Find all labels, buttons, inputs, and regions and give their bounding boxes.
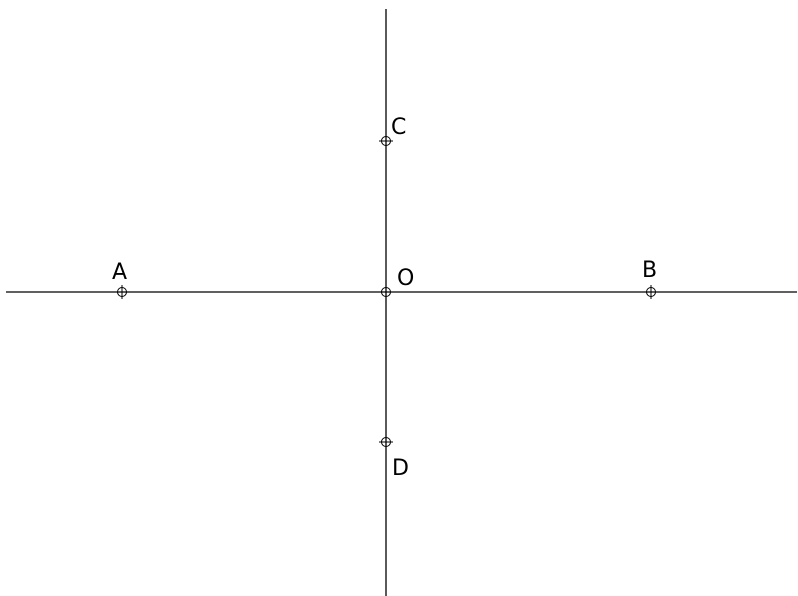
point-a-marker (117, 285, 127, 299)
label-c: C (391, 115, 406, 140)
label-a: A (112, 260, 127, 285)
point-c-marker (379, 136, 393, 146)
point-b-marker (646, 285, 656, 299)
label-b: B (642, 258, 657, 283)
label-o: O (397, 266, 414, 291)
label-d: D (392, 456, 409, 481)
point-d-marker (379, 437, 393, 447)
point-o-marker (381, 287, 391, 297)
